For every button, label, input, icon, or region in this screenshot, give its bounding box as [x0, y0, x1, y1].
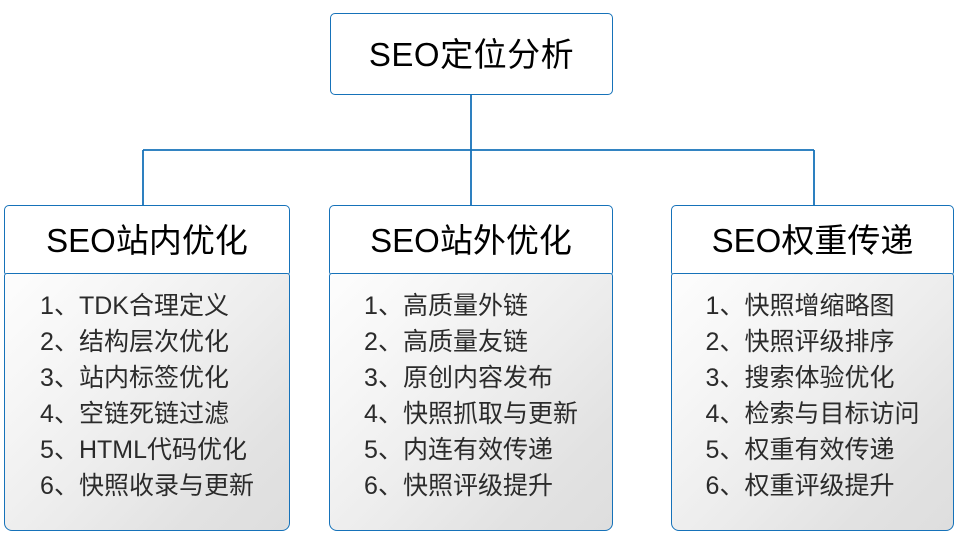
list-item: 6、快照评级提升: [364, 472, 553, 501]
list-item: 1、快照增缩略图: [705, 292, 895, 321]
branch-header-label-3: SEO权重传递: [711, 221, 914, 259]
list-item: 2、结构层次优化: [40, 328, 229, 357]
list-item: 4、快照抓取与更新: [364, 400, 578, 429]
list-item: 3、搜索体验优化: [705, 364, 895, 393]
list-item: 3、站内标签优化: [40, 364, 229, 393]
list-item: 6、权重评级提升: [705, 472, 895, 501]
list-item: 5、权重有效传递: [705, 436, 895, 465]
item-list-1: 1、TDK合理定义 2、结构层次优化 3、站内标签优化 4、空链死链过滤 5、H…: [40, 288, 254, 504]
list-item: 3、原创内容发布: [364, 364, 553, 393]
list-item: 1、TDK合理定义: [40, 292, 229, 321]
branch-column-2: SEO站外优化 1、高质量外链 2、高质量友链 3、原创内容发布 4、快照抓取与…: [329, 205, 613, 532]
list-item: 6、快照收录与更新: [40, 472, 254, 501]
root-node-label: SEO定位分析: [368, 35, 575, 73]
list-item: 5、内连有效传递: [364, 436, 553, 465]
list-item: 4、检索与目标访问: [705, 400, 920, 429]
root-node[interactable]: SEO定位分析: [330, 13, 613, 95]
branch-header-3[interactable]: SEO权重传递: [671, 205, 954, 275]
list-item: 5、HTML代码优化: [40, 436, 248, 465]
branch-column-1: SEO站内优化 1、TDK合理定义 2、结构层次优化 3、站内标签优化 4、空链…: [4, 205, 290, 532]
branch-header-2[interactable]: SEO站外优化: [329, 205, 613, 275]
branch-body-3: 1、快照增缩略图 2、快照评级排序 3、搜索体验优化 4、检索与目标访问 5、权…: [671, 273, 954, 532]
branch-body-1: 1、TDK合理定义 2、结构层次优化 3、站内标签优化 4、空链死链过滤 5、H…: [4, 273, 290, 532]
branch-header-1[interactable]: SEO站内优化: [4, 205, 290, 275]
list-item: 1、高质量外链: [364, 292, 528, 321]
list-item: 2、快照评级排序: [705, 328, 895, 357]
branch-column-3: SEO权重传递 1、快照增缩略图 2、快照评级排序 3、搜索体验优化 4、检索与…: [671, 205, 954, 532]
branch-header-label-2: SEO站外优化: [370, 221, 572, 259]
list-item: 4、空链死链过滤: [40, 400, 229, 429]
list-item: 2、高质量友链: [364, 328, 528, 357]
item-list-3: 1、快照增缩略图 2、快照评级排序 3、搜索体验优化 4、检索与目标访问 5、权…: [706, 288, 920, 504]
item-list-2: 1、高质量外链 2、高质量友链 3、原创内容发布 4、快照抓取与更新 5、内连有…: [364, 288, 578, 504]
branch-body-2: 1、高质量外链 2、高质量友链 3、原创内容发布 4、快照抓取与更新 5、内连有…: [329, 273, 613, 532]
branch-header-label-1: SEO站内优化: [46, 221, 248, 259]
